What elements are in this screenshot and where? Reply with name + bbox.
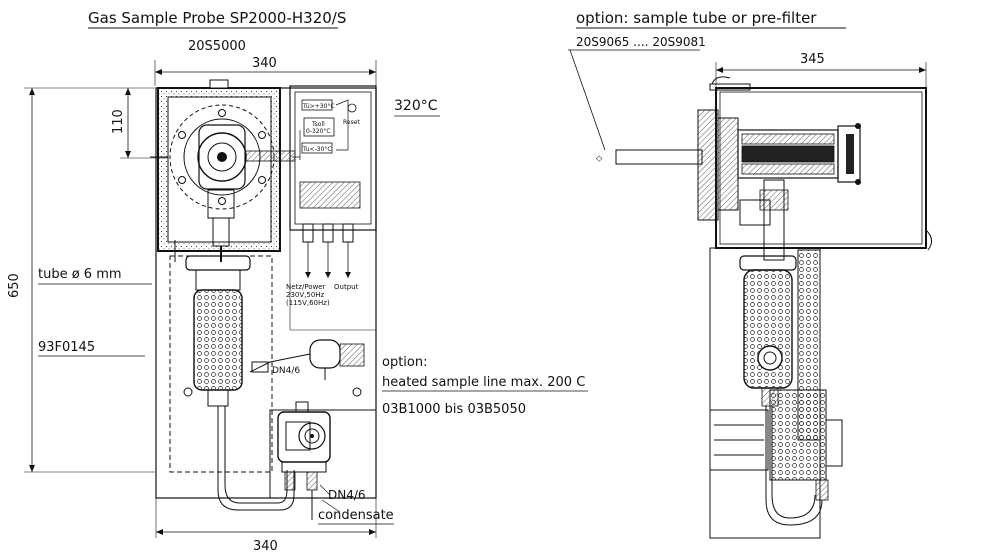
dim-width-bottom: 340 xyxy=(253,539,278,554)
ctrl-tc4: Tu<-30°C xyxy=(302,146,332,153)
dim-height: 650 xyxy=(7,273,22,298)
dim-flange: 110 xyxy=(111,109,126,134)
ctrl-tc3: 0-320°C xyxy=(306,128,331,135)
front-view: Gas Sample Probe SP2000-H320/S 20S5000 3… xyxy=(7,9,588,554)
ctrl-reset: Reset xyxy=(343,119,360,126)
condensate-label: condensate xyxy=(318,508,394,523)
option-label: option: xyxy=(382,355,428,370)
left-title: Gas Sample Probe SP2000-H320/S xyxy=(88,9,346,27)
right-title: option: sample tube or pre-filter xyxy=(576,9,817,27)
ctrl-tc2: Tsoll xyxy=(311,121,325,128)
right-part-range: 20S9065 .... 20S9081 xyxy=(576,35,706,49)
dn-upper: DN4/6 xyxy=(272,366,300,376)
heated-line-parts: 03B1000 bis 03B5050 xyxy=(382,402,526,417)
filter-part: 93F0145 xyxy=(38,340,95,355)
dim-right-width: 345 xyxy=(800,52,825,67)
dim-width-top: 340 xyxy=(252,56,277,71)
temperature: 320°C xyxy=(394,98,438,114)
tube-label: tube ø 6 mm xyxy=(38,267,122,282)
ctrl-tc1: Tü>+30°C xyxy=(302,103,335,110)
part-number-top: 20S5000 xyxy=(188,39,246,54)
dn-lower: DN4/6 xyxy=(328,488,366,502)
output-label: Output xyxy=(334,283,359,291)
svg-text:⬦: ⬦ xyxy=(596,154,603,164)
power-line3: (115V,60Hz) xyxy=(286,299,330,307)
power-line1: Netz/Power xyxy=(286,283,326,291)
power-line2: 230V,50Hz xyxy=(286,291,325,299)
side-view: option: sample tube or pre-filter 20S906… xyxy=(568,9,932,539)
heated-line-label: heated sample line max. 200 C xyxy=(382,375,585,390)
